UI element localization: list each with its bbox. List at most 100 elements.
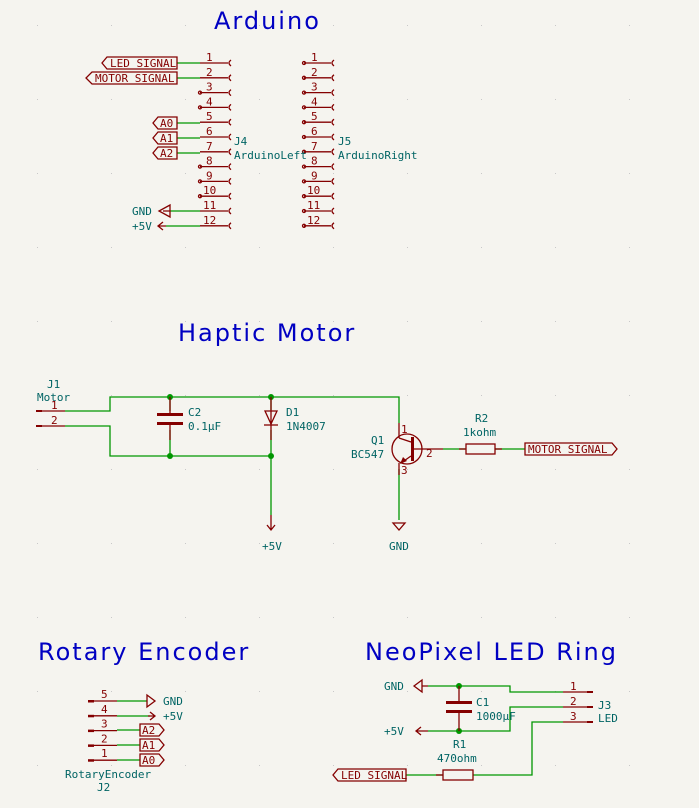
svg-text:A1: A1 (160, 132, 173, 145)
j5-pin-5[interactable]: 5 (301, 110, 335, 126)
j4-pin-5[interactable]: 5 (200, 110, 232, 126)
power-gnd-encoder: GND (146, 693, 183, 709)
j5-pin-10[interactable]: 10 (301, 184, 335, 200)
j5-pin-6[interactable]: 6 (301, 125, 335, 141)
label-led-signal[interactable]: LED_SIGNAL (101, 56, 178, 70)
svg-text:A0: A0 (160, 117, 173, 130)
j5-pin-2[interactable]: 2 (301, 66, 335, 82)
label-a2-encoder[interactable]: A2 (139, 723, 165, 737)
resistor-r1[interactable]: R1 470ohm (436, 738, 477, 781)
grid-dot (555, 395, 556, 396)
j5-pin-7[interactable]: 7 (301, 140, 335, 156)
unconnected-pin-dot (301, 105, 307, 110)
pin-number: 5 (311, 110, 318, 123)
resistor-r2[interactable]: R2 1kohm (459, 412, 502, 455)
j4-pin-11[interactable]: 11 (200, 199, 232, 215)
svg-text:GND: GND (163, 695, 183, 708)
j5-pin-4[interactable]: 4 (301, 95, 335, 111)
j2-pin-5[interactable]: 5 (88, 688, 117, 703)
j4-pin-9[interactable]: 9 (197, 169, 232, 185)
power-gnd-neopixel: GND (384, 678, 428, 694)
j4-pin-10[interactable]: 10 (197, 184, 232, 200)
grid-dot (629, 469, 630, 470)
diode-d1[interactable]: D1 1N4007 (263, 397, 326, 440)
label-a0-encoder[interactable]: A0 (139, 753, 165, 767)
transistor-q1[interactable]: 1 2 3 Q1 BC547 (351, 423, 443, 477)
j5-pin-11[interactable]: 11 (301, 199, 335, 215)
grid-dot (555, 765, 556, 766)
label-a1[interactable]: A1 (152, 131, 178, 145)
label-a0[interactable]: A0 (152, 116, 178, 130)
svg-text:RotaryEncoder: RotaryEncoder (65, 768, 151, 781)
grid-dot (185, 25, 186, 26)
grid-dot (111, 617, 112, 618)
j2-pin-2[interactable]: 2 (88, 732, 117, 747)
grid-dot (629, 321, 630, 322)
svg-text:3: 3 (401, 464, 408, 477)
svg-text:J3: J3 (598, 699, 611, 712)
grid-dot (259, 765, 260, 766)
svg-text:A2: A2 (142, 724, 155, 737)
svg-text:D1: D1 (286, 406, 299, 419)
svg-text:J2: J2 (97, 781, 110, 794)
j5-pin-8[interactable]: 8 (301, 155, 335, 171)
j4-pin-7[interactable]: 7 (200, 140, 232, 156)
j4-pin-3[interactable]: 3 (197, 81, 232, 97)
grid-dot (407, 765, 408, 766)
connector-j3[interactable]: 1 2 3 J3 LED (563, 680, 618, 725)
j4-pin-1[interactable]: 1 (200, 51, 232, 67)
svg-text:3: 3 (570, 710, 577, 723)
grid-dot (333, 469, 334, 470)
grid-dot (555, 173, 556, 174)
capacitor-c2[interactable]: C2 0.1µF (157, 397, 221, 440)
j5-pin-9[interactable]: 9 (301, 169, 335, 185)
power-5v-encoder: +5V (148, 710, 183, 723)
j4-pin-2[interactable]: 2 (200, 66, 232, 82)
j2-pin-3[interactable]: 3 (88, 718, 117, 733)
grid-dot (111, 395, 112, 396)
grid-dot (481, 173, 482, 174)
power-5v-arduino: +5V (132, 220, 166, 233)
unconnected-pin-dot (301, 120, 307, 125)
capacitor-c1[interactable]: C1 1000µF (446, 686, 516, 731)
svg-text:2: 2 (570, 695, 577, 708)
pin-number: 2 (311, 66, 318, 79)
label-led-signal-neopixel[interactable]: LED_SIGNAL (332, 768, 408, 782)
pin-number: 1 (311, 51, 318, 64)
grid-dot (629, 247, 630, 248)
grid-dot (555, 25, 556, 26)
grid-dot (37, 99, 38, 100)
grid-dot (629, 765, 630, 766)
j4-pin-12[interactable]: 12 (200, 214, 232, 230)
label-a1-encoder[interactable]: A1 (139, 738, 165, 752)
grid-dot (333, 99, 334, 100)
unconnected-pin-dot (301, 164, 307, 169)
j4-pin-4[interactable]: 4 (197, 95, 232, 111)
grid-dot (407, 247, 408, 248)
j2-pin-4[interactable]: 4 (88, 703, 117, 718)
connector-j1[interactable]: 1 2 (36, 399, 65, 427)
j5-pin-1[interactable]: 1 (301, 51, 335, 67)
j1-ref: J1 (47, 378, 60, 391)
pin-number: 10 (307, 184, 320, 197)
grid-dot (111, 173, 112, 174)
grid-dot (333, 321, 334, 322)
grid-dot (259, 173, 260, 174)
j4-pin-6[interactable]: 6 (200, 125, 232, 141)
svg-text:GND: GND (384, 680, 404, 693)
j2-pin-1[interactable]: 1 (88, 747, 117, 762)
svg-text:2: 2 (51, 414, 58, 427)
pin-number: 1 (101, 747, 108, 760)
j5-pin-12[interactable]: 12 (301, 214, 335, 230)
grid-dot (481, 25, 482, 26)
j5-pin-3[interactable]: 3 (301, 81, 335, 97)
label-motor-signal[interactable]: MOTOR_SIGNAL (85, 71, 178, 85)
label-motor-signal-q1[interactable]: MOTOR_SIGNAL (524, 442, 618, 456)
j4-pin-8[interactable]: 8 (197, 155, 232, 171)
label-a2[interactable]: A2 (152, 146, 178, 160)
grid-dot (37, 691, 38, 692)
